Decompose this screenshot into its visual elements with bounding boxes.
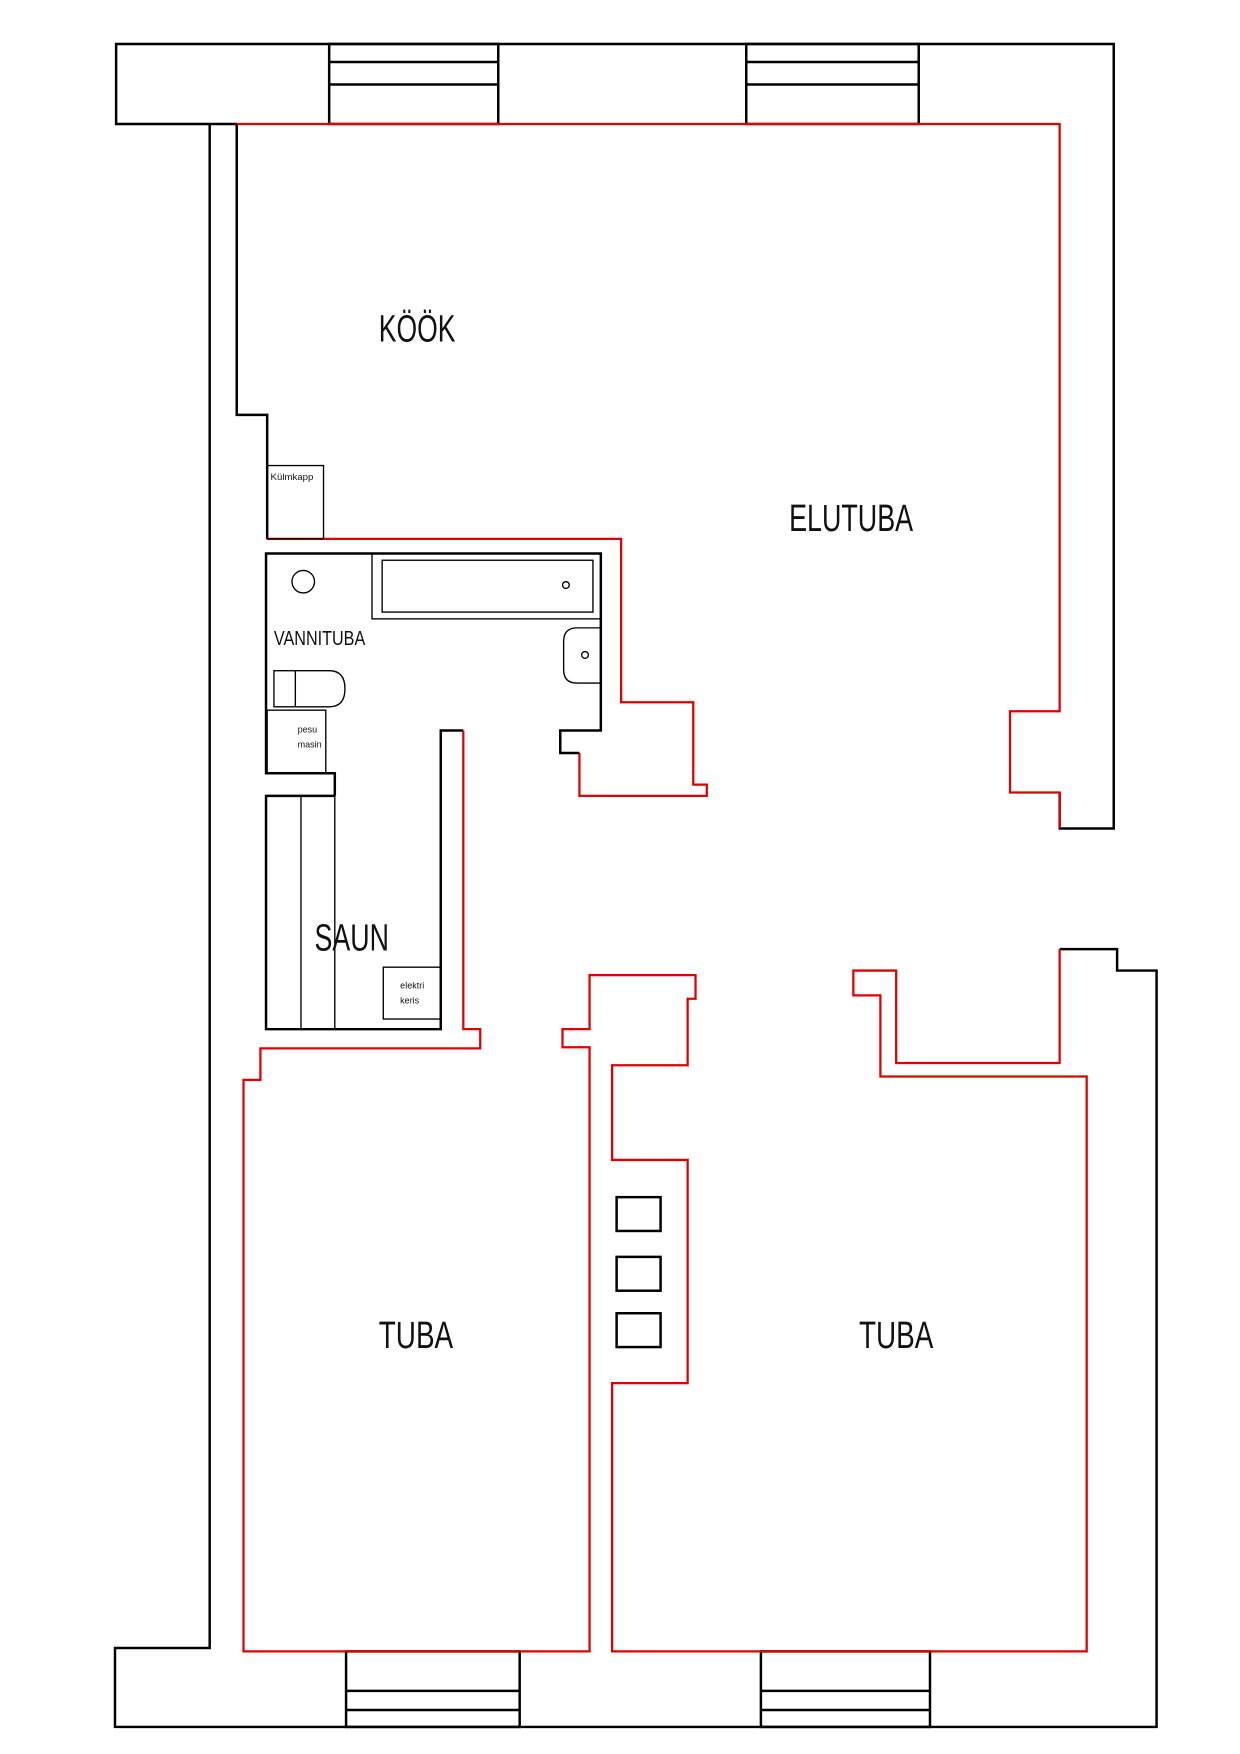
washing-machine	[266, 709, 327, 774]
label-washer-2: masin	[298, 739, 322, 749]
label-living-room: ELUTUBA	[789, 497, 913, 540]
label-washer-1: pesu	[298, 725, 318, 735]
sauna-heater	[382, 966, 442, 1020]
label-room-right: TUBA	[859, 1314, 934, 1357]
label-heater-2: keris	[400, 995, 420, 1005]
shower-drain	[291, 569, 316, 594]
kitchen-living-outline	[236, 122, 1061, 829]
window-top-left	[327, 42, 500, 126]
room-left-outline	[242, 730, 1088, 1653]
toilet	[273, 670, 346, 708]
bathtub	[371, 552, 602, 620]
fridge	[266, 464, 325, 540]
window-bottom-right	[759, 1650, 932, 1729]
sauna-wall	[264, 729, 464, 1031]
label-fridge: Külmkapp	[271, 472, 314, 482]
chimney-flue	[615, 1255, 662, 1292]
outer-wall-left	[113, 123, 1158, 1729]
sink	[562, 627, 601, 684]
label-bathroom: VANNITUBA	[274, 628, 366, 650]
bathroom-wall	[264, 552, 603, 796]
kitchen-wall	[235, 123, 269, 539]
kitchen-bath-outline	[267, 537, 708, 797]
label-kitchen: KÖÖK	[379, 308, 456, 351]
chimney-flue	[615, 1312, 662, 1349]
label-heater-1: elektri	[400, 981, 424, 991]
window-top-right	[745, 42, 920, 126]
label-sauna: SAUN	[315, 916, 389, 959]
chimney-flue	[615, 1195, 662, 1233]
outer-wall-top	[114, 42, 1115, 830]
label-room-left: TUBA	[379, 1314, 454, 1357]
window-bottom-left	[344, 1650, 521, 1729]
